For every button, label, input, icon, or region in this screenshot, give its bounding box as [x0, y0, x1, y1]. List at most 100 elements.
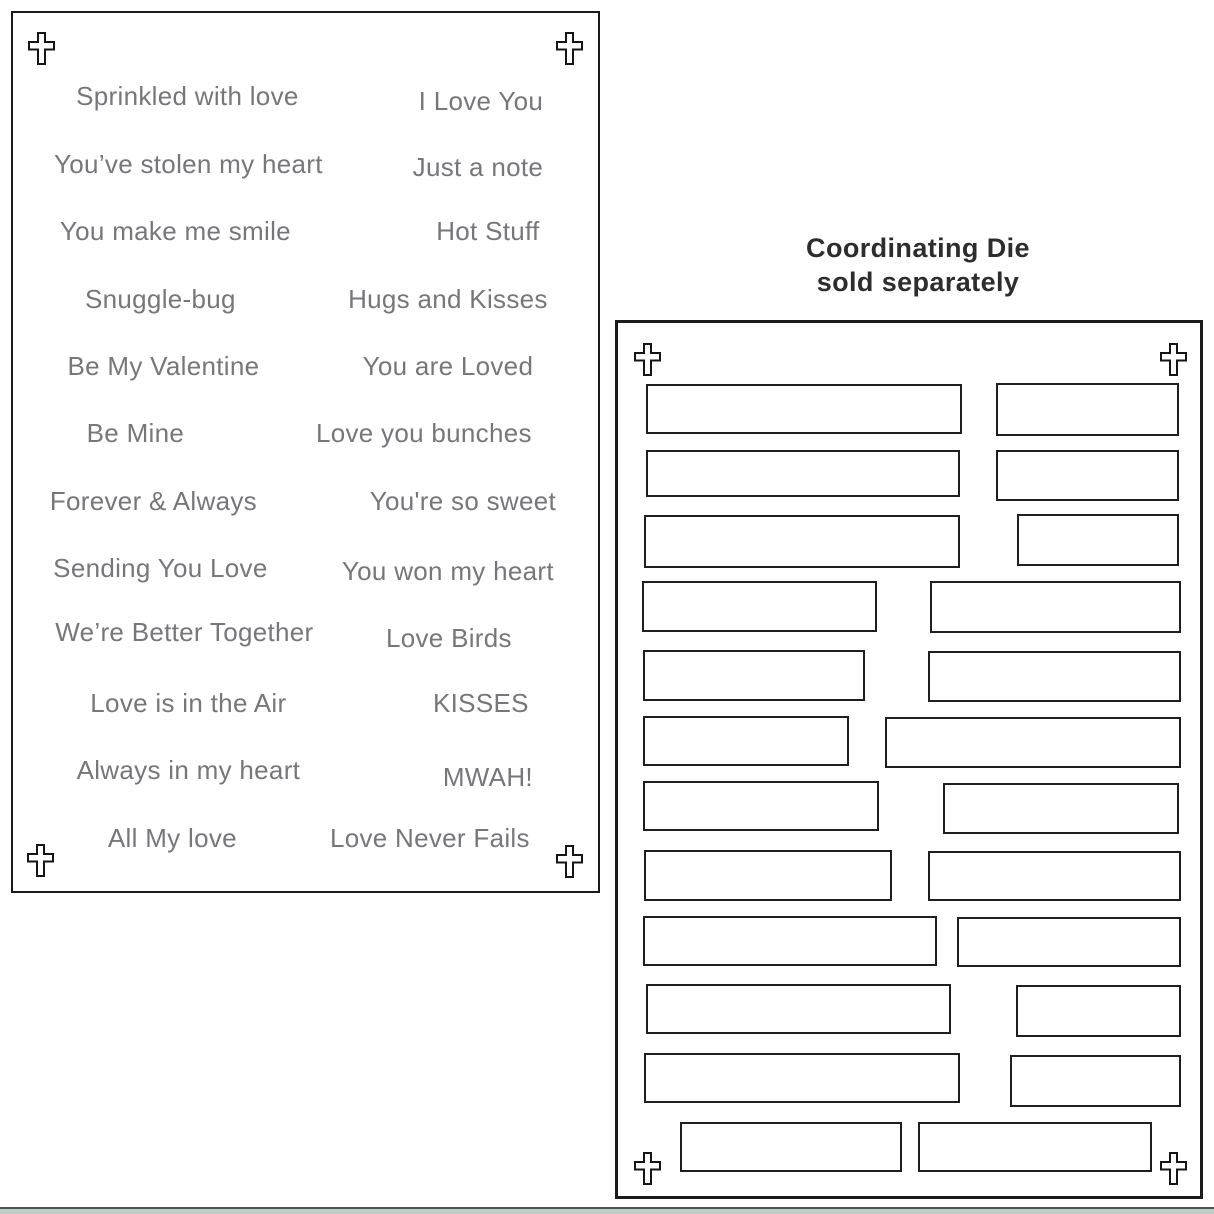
stamp-row: Snuggle-bug Hugs and Kisses — [13, 265, 598, 332]
stamp-phrase-text: We’re Better Together — [55, 616, 314, 647]
die-slot-row10-left — [646, 984, 951, 1034]
stamp-phrase-left: Always in my heart — [13, 756, 300, 785]
crop-mark-icon — [634, 343, 661, 376]
stamp-phrase-right: Hugs and Kisses — [294, 283, 598, 314]
die-slot-row8-left — [644, 850, 892, 901]
die-slot-row9-left — [643, 916, 937, 966]
die-heading: Coordinating Die sold separately — [615, 231, 1203, 299]
die-heading-line2: sold separately — [816, 267, 1020, 297]
stamp-phrase-left: You’ve stolen my heart — [13, 150, 322, 179]
stamp-phrase-text: I Love You — [418, 86, 544, 117]
stamp-phrase-text: Be My Valentine — [67, 350, 260, 381]
die-slot-row6-left — [643, 716, 849, 766]
stamp-row: Be Mine Love you bunches — [13, 400, 598, 467]
stamp-phrase-text: Love is in the Air — [90, 687, 287, 718]
stamp-row: Sending You Love You won my heart — [13, 535, 598, 602]
crop-mark-icon — [1160, 343, 1187, 376]
die-slot-row11-left — [644, 1053, 960, 1103]
stamp-phrase-right: Love Never Fails — [294, 824, 598, 853]
stamp-phrase-right: Hot Stuff — [294, 217, 598, 246]
stamp-phrase-text: Always in my heart — [76, 755, 301, 786]
stamp-phrase-text: Sprinkled with love — [76, 81, 299, 112]
crop-mark-icon — [28, 32, 55, 65]
crop-mark-icon — [1160, 1152, 1187, 1185]
stamp-phrase-text: KISSES — [433, 687, 529, 718]
stamp-phrase-right: You are Loved — [294, 352, 598, 381]
stamp-phrase-right: You're so sweet — [294, 487, 598, 516]
stamp-phrase-text: All My love — [107, 822, 237, 853]
die-slot-row3-left — [644, 515, 960, 568]
stamp-phrase-text: You’ve stolen my heart — [54, 148, 323, 179]
bottom-edge-strip — [0, 1207, 1214, 1214]
stamp-phrase-left: You make me smile — [13, 217, 294, 246]
die-slot-row7-left — [643, 781, 879, 831]
die-slot-row8-right — [928, 851, 1181, 901]
die-slot-row11-right — [1010, 1055, 1181, 1107]
crop-mark-icon — [27, 844, 54, 877]
stamp-phrase-left: We’re Better Together — [13, 617, 313, 651]
die-slot-row12-right — [918, 1122, 1152, 1172]
stamp-row: Love is in the Air KISSES — [13, 670, 598, 737]
stamp-row: You’ve stolen my heart Just a note — [13, 130, 598, 197]
stamp-phrase-right: Love Birds — [294, 622, 598, 651]
die-slot-grid — [618, 323, 1200, 1196]
stamp-phrase-left: Sprinkled with love — [13, 82, 298, 111]
stamp-phrase-left: All My love — [13, 824, 294, 853]
die-slot-row1-left — [646, 384, 962, 434]
stamp-phrase-left: Snuggle-bug — [13, 283, 294, 314]
stamp-phrase-left: Sending You Love — [13, 554, 294, 583]
die-sheet-panel — [615, 320, 1203, 1199]
stamp-phrase-right: Just a note — [294, 150, 598, 182]
die-slot-row2-left — [646, 450, 960, 497]
stamp-phrase-text: You are Loved — [362, 350, 534, 381]
die-heading-line1: Coordinating Die — [806, 233, 1030, 263]
stamp-phrase-right: I Love You — [294, 82, 598, 115]
stamp-phrase-text: Love Never Fails — [329, 822, 530, 853]
stamp-phrase-text: Be Mine — [86, 418, 185, 449]
stamp-row: All My love Love Never Fails — [13, 804, 598, 871]
die-slot-row12-left — [680, 1122, 902, 1172]
die-slot-row1-right — [996, 383, 1179, 436]
stamp-phrase-text: Love you bunches — [315, 418, 532, 449]
stamp-phrase-right: Love you bunches — [294, 419, 598, 448]
die-slot-row6-right — [885, 717, 1181, 768]
stamp-phrase-text: Hot Stuff — [436, 216, 540, 247]
stamp-phrase-text: Sending You Love — [53, 553, 268, 584]
stamp-phrase-text: Love Birds — [385, 622, 512, 653]
stamp-row: Forever & Always You're so sweet — [13, 467, 598, 534]
stamp-phrase-left: Be Mine — [13, 419, 294, 448]
die-slot-row5-right — [928, 651, 1181, 702]
die-slot-row5-left — [643, 650, 865, 701]
die-slot-row3-right — [1017, 514, 1179, 566]
stamp-phrase-text: Snuggle-bug — [85, 283, 236, 314]
stamp-phrase-right: You won my heart — [294, 554, 598, 587]
stamp-row: Always in my heart MWAH! — [13, 737, 598, 804]
crop-mark-icon — [634, 1152, 661, 1185]
stamp-phrase-text: MWAH! — [442, 762, 533, 793]
stamp-row: Be My Valentine You are Loved — [13, 333, 598, 400]
stamp-phrase-text: Just a note — [412, 151, 544, 182]
stamp-phrase-text: Hugs and Kisses — [348, 283, 548, 314]
stamp-phrase-text: You won my heart — [341, 556, 554, 587]
die-slot-row7-right — [943, 783, 1179, 834]
stamp-phrase-right: MWAH! — [294, 756, 598, 791]
stamp-phrase-left: Be My Valentine — [13, 352, 294, 381]
die-slot-row4-right — [930, 581, 1181, 633]
stamp-phrase-left: Love is in the Air — [13, 689, 294, 718]
stamp-phrase-text: You're so sweet — [369, 485, 557, 516]
die-slot-row2-right — [996, 450, 1179, 501]
die-slot-row4-left — [642, 581, 877, 632]
stamp-row: Sprinkled with love I Love You — [13, 63, 598, 130]
die-slot-row10-right — [1016, 985, 1181, 1037]
stamp-phrase-text: Forever & Always — [49, 485, 257, 516]
stamp-phrase-text: You make me smile — [59, 216, 291, 247]
stamp-phrase-left: Forever & Always — [13, 487, 294, 516]
stamp-row: You make me smile Hot Stuff — [13, 198, 598, 265]
die-slot-row9-right — [957, 917, 1181, 967]
stamp-phrase-right: KISSES — [294, 689, 598, 718]
crop-mark-icon — [556, 32, 583, 65]
stamp-row: We’re Better Together Love Birds — [13, 602, 598, 669]
